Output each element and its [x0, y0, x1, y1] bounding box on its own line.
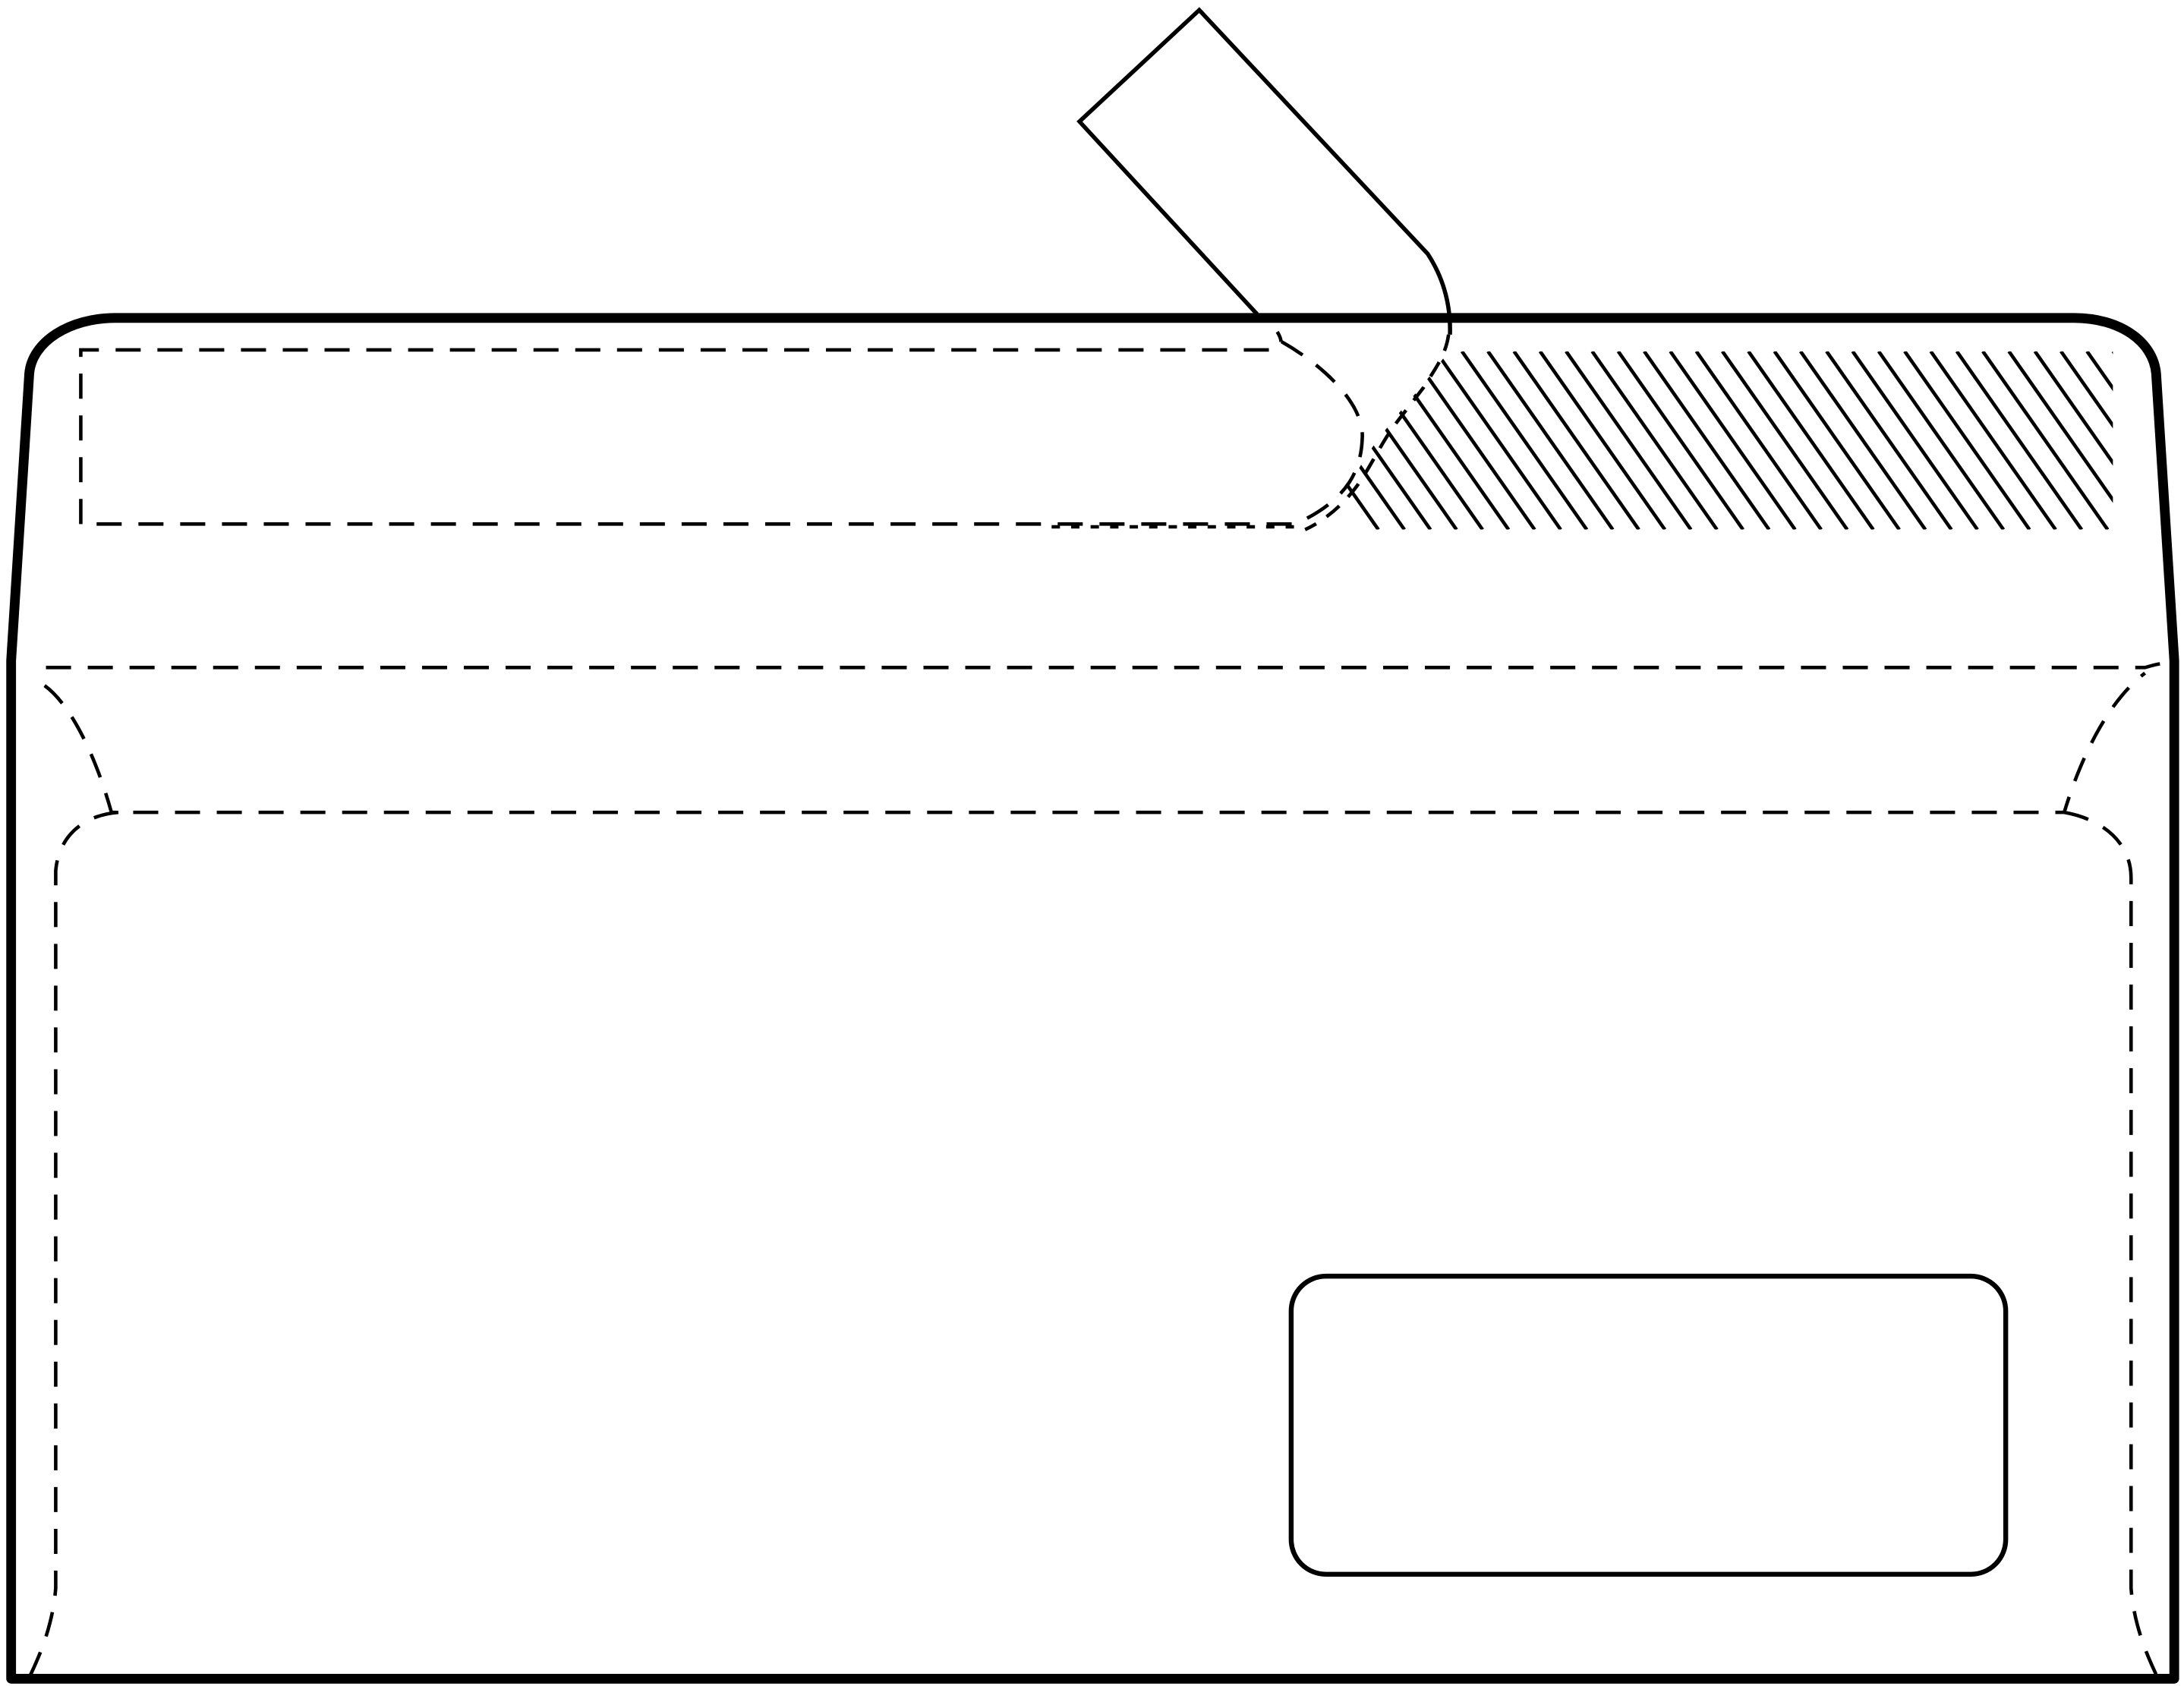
- envelope-outline: [6, 313, 2179, 1684]
- adhesive-hatch-line: [1929, 351, 2057, 530]
- adhesive-hatch-line: [1616, 351, 1744, 530]
- adhesive-hatch-line: [2007, 351, 2113, 530]
- adhesive-strip-edge: [1304, 334, 1451, 531]
- adhesive-hatch-line: [1460, 351, 1589, 530]
- adhesive-hatch-line: [1981, 351, 2110, 530]
- adhesive-hatch-line: [1798, 351, 1927, 530]
- adhesive-hatch-line: [1486, 351, 1615, 530]
- adhesive-hatch-line: [1825, 351, 1953, 530]
- adhesive-hatch-line: [1747, 351, 1875, 530]
- adhesive-strip: [1305, 351, 2113, 530]
- flap-liner-outline: [79, 330, 1364, 526]
- adhesive-hatch-line: [1382, 351, 1511, 530]
- adhesive-hatch-line: [1851, 351, 1979, 530]
- adhesive-hatch-line: [1565, 351, 1693, 530]
- flap-fold-line: [46, 661, 2173, 670]
- adhesive-hatch-line: [1330, 351, 1458, 530]
- adhesive-hatch-line: [1721, 351, 1849, 530]
- inner-pocket-outline: [29, 671, 2158, 1675]
- adhesive-hatch-line: [1877, 351, 2006, 530]
- adhesive-hatch-line: [2085, 351, 2113, 530]
- adhesive-hatch-line: [1773, 351, 1901, 530]
- adhesive-hatch-line: [1305, 351, 1432, 530]
- adhesive-hatch-line: [2033, 351, 2113, 530]
- adhesive-hatch-line: [1305, 351, 1380, 530]
- adhesive-hatch-line: [1903, 351, 2031, 530]
- address-window: [1288, 1273, 2009, 1577]
- adhesive-hatch-line: [2060, 351, 2113, 530]
- adhesive-hatch-line: [1694, 351, 1823, 530]
- adhesive-hatch-line: [1643, 351, 1771, 530]
- adhesive-hatch-line: [2111, 351, 2113, 530]
- adhesive-hatch-line: [1408, 351, 1536, 530]
- adhesive-hatch-line: [1434, 351, 1562, 530]
- adhesive-hatch-line: [1512, 351, 1640, 530]
- adhesive-hatch-line: [1356, 351, 1484, 530]
- adhesive-hatch-line: [1669, 351, 1797, 530]
- release-strip: [1076, 7, 1452, 335]
- adhesive-hatch-line: [1538, 351, 1667, 530]
- adhesive-hatch-line: [1955, 351, 2084, 530]
- adhesive-hatch-line: [1590, 351, 1719, 530]
